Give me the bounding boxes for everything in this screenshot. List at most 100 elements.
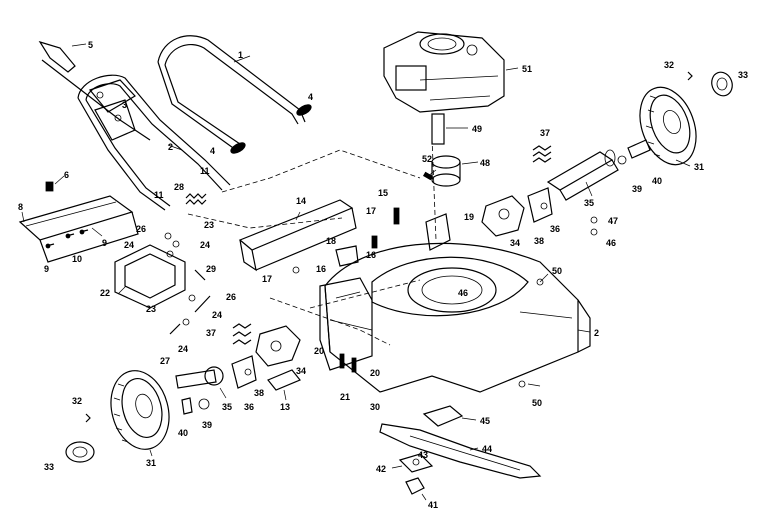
label-17-lower: 17	[262, 274, 272, 284]
misc-hardware	[267, 169, 598, 401]
left-wheel-bolt	[181, 397, 210, 415]
label-34-right: 34	[510, 238, 520, 248]
label-46-deck: 46	[458, 288, 468, 298]
springs	[185, 145, 552, 345]
label-2-deck: 2	[594, 328, 599, 338]
label-35-left: 35	[222, 402, 232, 412]
assembly-lines	[187, 137, 437, 346]
deck-front-bracket	[319, 277, 373, 371]
label-16-mid: 16	[366, 250, 376, 260]
label-27: 27	[160, 356, 170, 366]
height-adjusters	[255, 195, 525, 367]
mower-deck	[324, 242, 591, 393]
label-40-left: 40	[178, 428, 188, 438]
label-26-lower: 26	[226, 292, 236, 302]
label-33-left: 33	[44, 462, 54, 472]
label-9-right: 9	[102, 238, 107, 248]
label-39-left: 39	[202, 420, 212, 430]
label-42: 42	[376, 464, 386, 474]
bolt-6	[45, 175, 65, 192]
label-24-d: 24	[178, 344, 188, 354]
label-32-right: 32	[664, 60, 674, 70]
handle-grips	[230, 104, 312, 154]
label-31-left: 31	[146, 458, 156, 468]
label-20-left: 20	[314, 346, 324, 356]
label-9-left: 9	[44, 264, 49, 274]
small-hardware	[164, 232, 211, 335]
part-labels: 1 2 2 3 4 4 5 6 8 9 9 10 11 11 13 14 15 …	[18, 40, 748, 510]
label-24-a: 24	[124, 240, 134, 250]
label-4-lower: 4	[210, 146, 215, 156]
label-16-left: 16	[316, 264, 326, 274]
blade	[379, 423, 542, 479]
label-14: 14	[296, 196, 306, 206]
label-34-left: 34	[296, 366, 306, 376]
label-48: 48	[480, 158, 490, 168]
label-50-lower: 50	[532, 398, 542, 408]
label-23-upper: 23	[204, 220, 214, 230]
label-11-left: 11	[154, 190, 164, 200]
label-47: 47	[608, 216, 618, 226]
label-35-right: 35	[584, 198, 594, 208]
label-17-upper: 17	[366, 206, 376, 216]
label-11-right: 11	[200, 166, 210, 176]
label-4-upper: 4	[308, 92, 313, 102]
blade-adapter	[422, 405, 477, 427]
bag-frame	[18, 195, 139, 263]
label-39-right: 39	[632, 184, 642, 194]
crankshaft-adapter	[431, 113, 479, 187]
label-46-right: 46	[606, 238, 616, 248]
label-1: 1	[238, 50, 243, 60]
label-36-right: 36	[550, 224, 560, 234]
label-23-lower: 23	[146, 304, 156, 314]
label-3: 3	[122, 100, 127, 110]
label-30: 30	[370, 402, 380, 412]
label-50-upper: 50	[552, 266, 562, 276]
label-20-right: 20	[370, 368, 380, 378]
deck-leaders	[527, 273, 591, 387]
rear-baffle	[238, 199, 357, 272]
label-40-right: 40	[652, 176, 662, 186]
left-hub-parts	[65, 413, 95, 463]
label-29: 29	[206, 264, 216, 274]
upper-handle	[157, 35, 306, 151]
label-28: 28	[174, 182, 184, 192]
label-21: 21	[340, 392, 350, 402]
label-38-right: 38	[534, 236, 544, 246]
label-22: 22	[100, 288, 110, 298]
label-49: 49	[472, 124, 482, 134]
left-axle	[175, 366, 227, 399]
label-44: 44	[482, 444, 492, 454]
engine	[383, 31, 519, 113]
label-26-upper: 26	[136, 224, 146, 234]
hardware-9-10	[45, 229, 89, 249]
control-lever	[38, 40, 151, 141]
label-13: 13	[280, 402, 290, 412]
label-2: 2	[168, 142, 173, 152]
label-37-right: 37	[540, 128, 550, 138]
label-19: 19	[464, 212, 474, 222]
label-8: 8	[18, 202, 23, 212]
label-41: 41	[428, 500, 438, 510]
label-37-left: 37	[206, 328, 216, 338]
right-axle	[546, 149, 619, 201]
label-52: 52	[422, 154, 432, 164]
right-hub-parts	[687, 71, 733, 97]
label-32-left: 32	[72, 396, 82, 406]
discharge-chute	[114, 244, 186, 309]
left-wheel	[110, 370, 170, 457]
label-24-c: 24	[212, 310, 222, 320]
right-wheel-bolt	[617, 139, 651, 165]
label-36-left: 36	[244, 402, 254, 412]
label-10: 10	[72, 254, 82, 264]
label-31-right: 31	[694, 162, 704, 172]
label-45: 45	[480, 416, 490, 426]
label-6: 6	[64, 170, 69, 180]
blade-hardware	[391, 453, 434, 501]
right-wheel	[639, 86, 697, 167]
label-51: 51	[522, 64, 532, 74]
label-24-b: 24	[200, 240, 210, 250]
label-5: 5	[88, 40, 93, 50]
label-15: 15	[378, 188, 388, 198]
